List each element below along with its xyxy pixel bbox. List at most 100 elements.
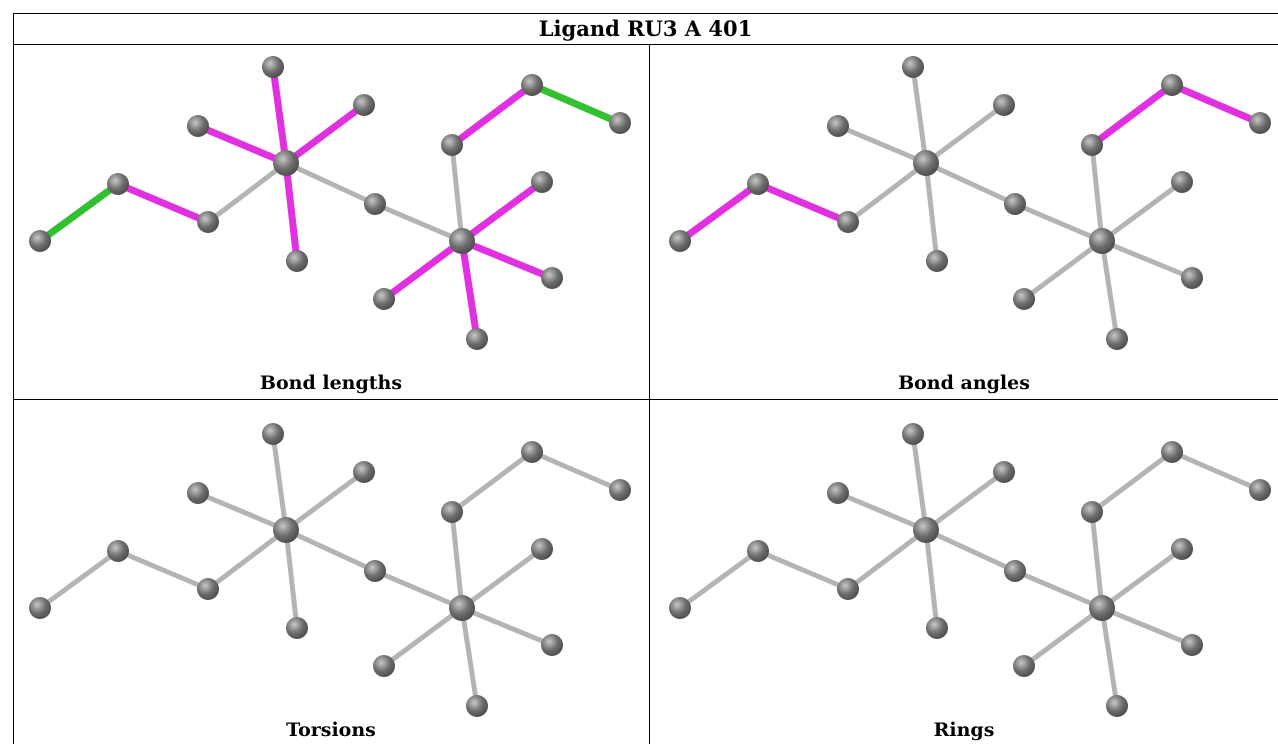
atom (373, 288, 395, 310)
atom (609, 479, 631, 501)
panel-rings (669, 423, 1271, 717)
bond (1089, 509, 1105, 611)
atom (353, 461, 375, 483)
bond (1099, 605, 1120, 709)
atom (1013, 288, 1035, 310)
bond (458, 237, 556, 282)
atom (993, 94, 1015, 116)
caption-rings: Rings (933, 719, 995, 741)
bond (528, 81, 624, 127)
bond (115, 548, 211, 592)
column-separator (649, 44, 650, 744)
atom (1171, 171, 1193, 193)
atom (262, 56, 284, 78)
atom (1081, 501, 1103, 523)
atom (1089, 595, 1115, 621)
panel-torsions (29, 423, 631, 717)
atom (1081, 134, 1103, 156)
atom (926, 250, 948, 272)
bond (283, 469, 367, 533)
atom (364, 193, 386, 215)
bond (449, 509, 465, 611)
bond (381, 605, 465, 669)
atom (926, 617, 948, 639)
atom (913, 517, 939, 543)
bond (1021, 605, 1105, 669)
bond (1099, 179, 1185, 244)
atom (541, 634, 563, 656)
atom (449, 228, 475, 254)
figure-title: Ligand RU3 A 401 (538, 16, 753, 41)
bond (676, 180, 762, 245)
row-separator (13, 399, 1278, 400)
atom (197, 578, 219, 600)
bond (283, 527, 300, 631)
atom (1171, 538, 1193, 560)
bond (923, 102, 1007, 166)
bond (459, 546, 545, 611)
atom (466, 695, 488, 717)
bond (449, 449, 535, 515)
bond (1012, 568, 1105, 611)
atom (609, 112, 631, 134)
atom (1013, 655, 1035, 677)
bond (1099, 605, 1195, 648)
atom (107, 173, 129, 195)
bond (923, 527, 1018, 574)
bond (195, 490, 289, 533)
bond (1168, 81, 1264, 127)
bond (459, 605, 480, 709)
bond (269, 63, 290, 167)
bond (194, 122, 290, 167)
bond (923, 160, 1018, 207)
bond (1088, 81, 1176, 149)
atom (29, 230, 51, 252)
atom (747, 173, 769, 195)
atom (373, 655, 395, 677)
panel-bond-lengths (29, 56, 631, 350)
bond (114, 180, 212, 226)
bond (1099, 238, 1120, 342)
bond (449, 142, 465, 244)
bond (205, 527, 289, 592)
atom (107, 540, 129, 562)
atom (827, 115, 849, 137)
atom (827, 482, 849, 504)
bond (205, 160, 289, 225)
atom (1181, 267, 1203, 289)
atom (353, 94, 375, 116)
bond (458, 237, 481, 343)
bond (923, 469, 1007, 533)
bond (1089, 449, 1175, 515)
bond (458, 178, 546, 245)
bond (677, 548, 761, 611)
atom (286, 617, 308, 639)
atom (466, 328, 488, 350)
bond (1099, 238, 1195, 281)
atom (1106, 328, 1128, 350)
atom (449, 595, 475, 621)
atom (669, 230, 691, 252)
atom (187, 482, 209, 504)
bond (459, 605, 555, 648)
bond (910, 64, 929, 166)
atom (913, 150, 939, 176)
bond (270, 431, 289, 533)
atom (747, 540, 769, 562)
bond (835, 123, 929, 166)
atom (993, 461, 1015, 483)
bond (1099, 546, 1185, 611)
atom (1089, 228, 1115, 254)
atom (1106, 695, 1128, 717)
atom (1161, 74, 1183, 96)
atom (441, 501, 463, 523)
atom (1249, 479, 1271, 501)
atom (1004, 560, 1026, 582)
atom (521, 441, 543, 463)
atom (441, 134, 463, 156)
bond (37, 548, 121, 611)
atom (837, 211, 859, 233)
bond (36, 180, 122, 245)
bond (282, 159, 301, 265)
atom (521, 74, 543, 96)
